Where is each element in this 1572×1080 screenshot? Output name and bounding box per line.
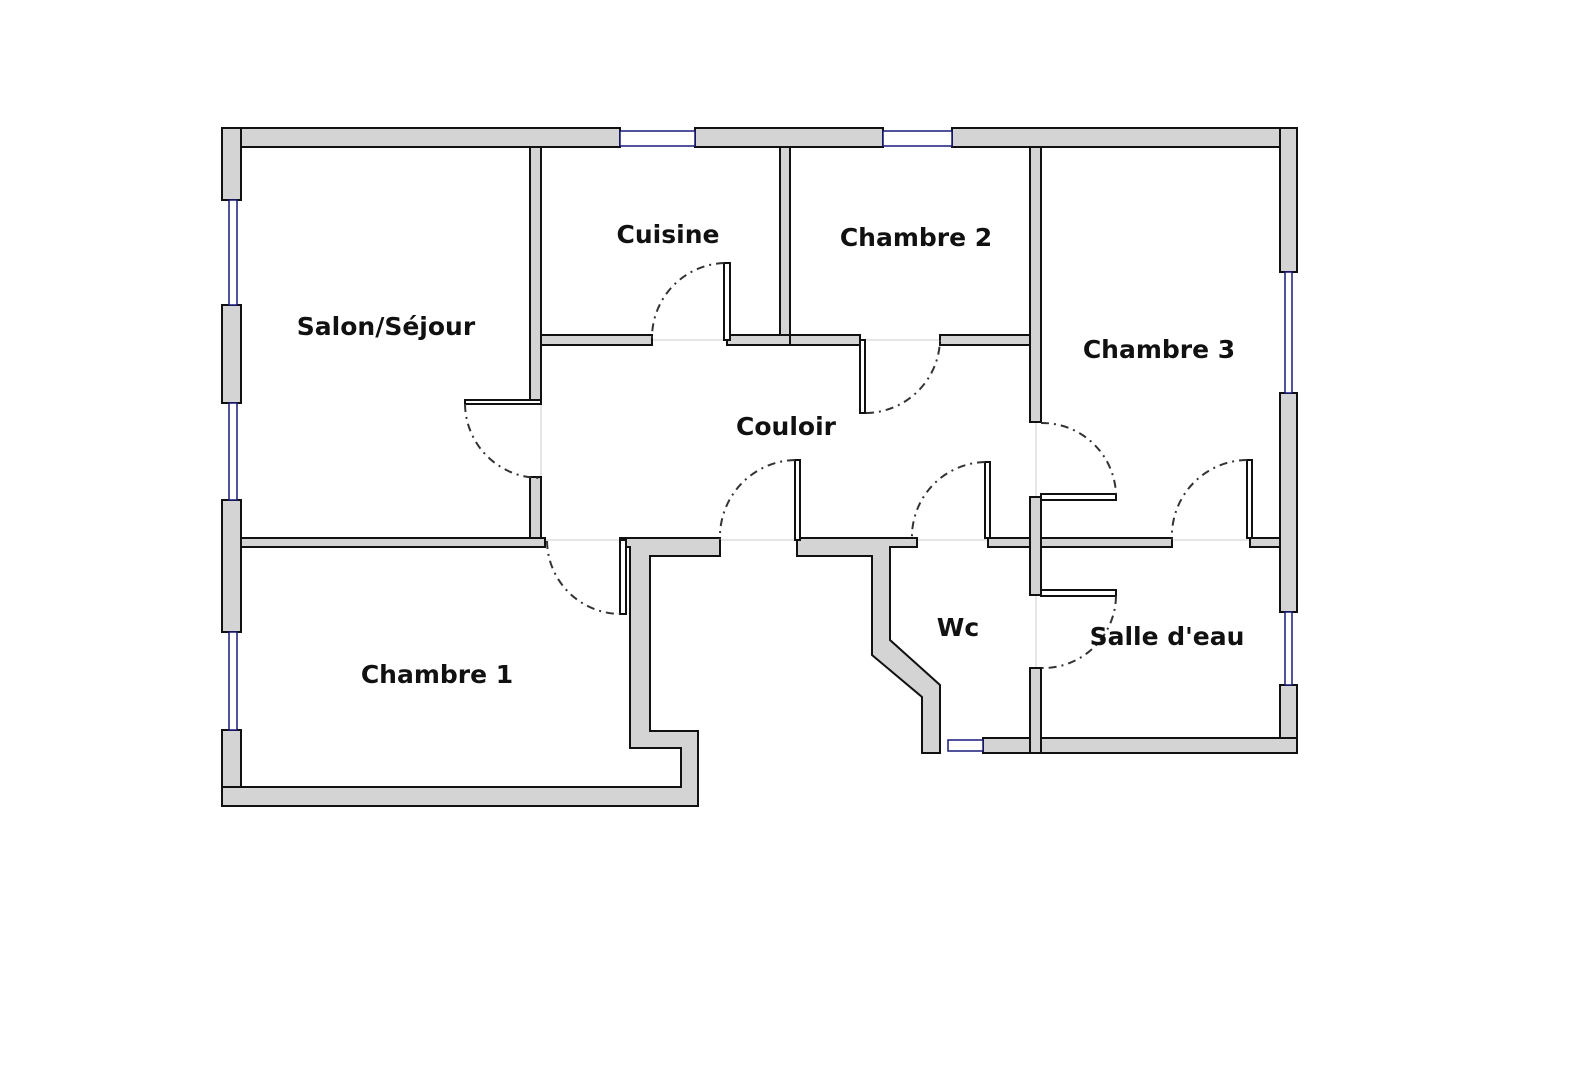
door-salon [464, 399, 542, 480]
window [947, 739, 984, 752]
door-cuisine [650, 262, 731, 341]
window [882, 130, 953, 147]
room-label-salon: Salon/Séjour [297, 312, 476, 341]
window [1284, 271, 1293, 394]
door-salle-eau [1040, 589, 1117, 670]
window [228, 402, 238, 501]
window [1284, 611, 1293, 686]
windows [228, 130, 1293, 752]
door-chambre3-salle-eau [1170, 459, 1253, 541]
door-chambre-1 [546, 539, 627, 615]
window [228, 199, 238, 306]
outer-walls [221, 127, 1298, 807]
room-label-couloir: Couloir [736, 412, 837, 441]
room-label-chambre-2: Chambre 2 [840, 223, 992, 252]
room-label-wc: Wc [937, 613, 979, 642]
doors [464, 262, 1253, 670]
interior-walls [240, 146, 1281, 754]
room-label-salle-eau: Salle d'eau [1090, 622, 1245, 651]
window [228, 631, 238, 731]
room-label-chambre-3: Chambre 3 [1083, 335, 1235, 364]
door-wc [910, 461, 991, 541]
door-chambre-3 [1040, 421, 1117, 501]
room-label-chambre-1: Chambre 1 [361, 660, 513, 689]
room-label-cuisine: Cuisine [617, 220, 720, 249]
door-chambre-2 [859, 339, 941, 414]
window [619, 130, 696, 147]
door-entrance [718, 459, 801, 541]
room-labels: Salon/Séjour Cuisine Chambre 2 Chambre 3… [297, 220, 1245, 689]
thresholds [540, 339, 1250, 668]
